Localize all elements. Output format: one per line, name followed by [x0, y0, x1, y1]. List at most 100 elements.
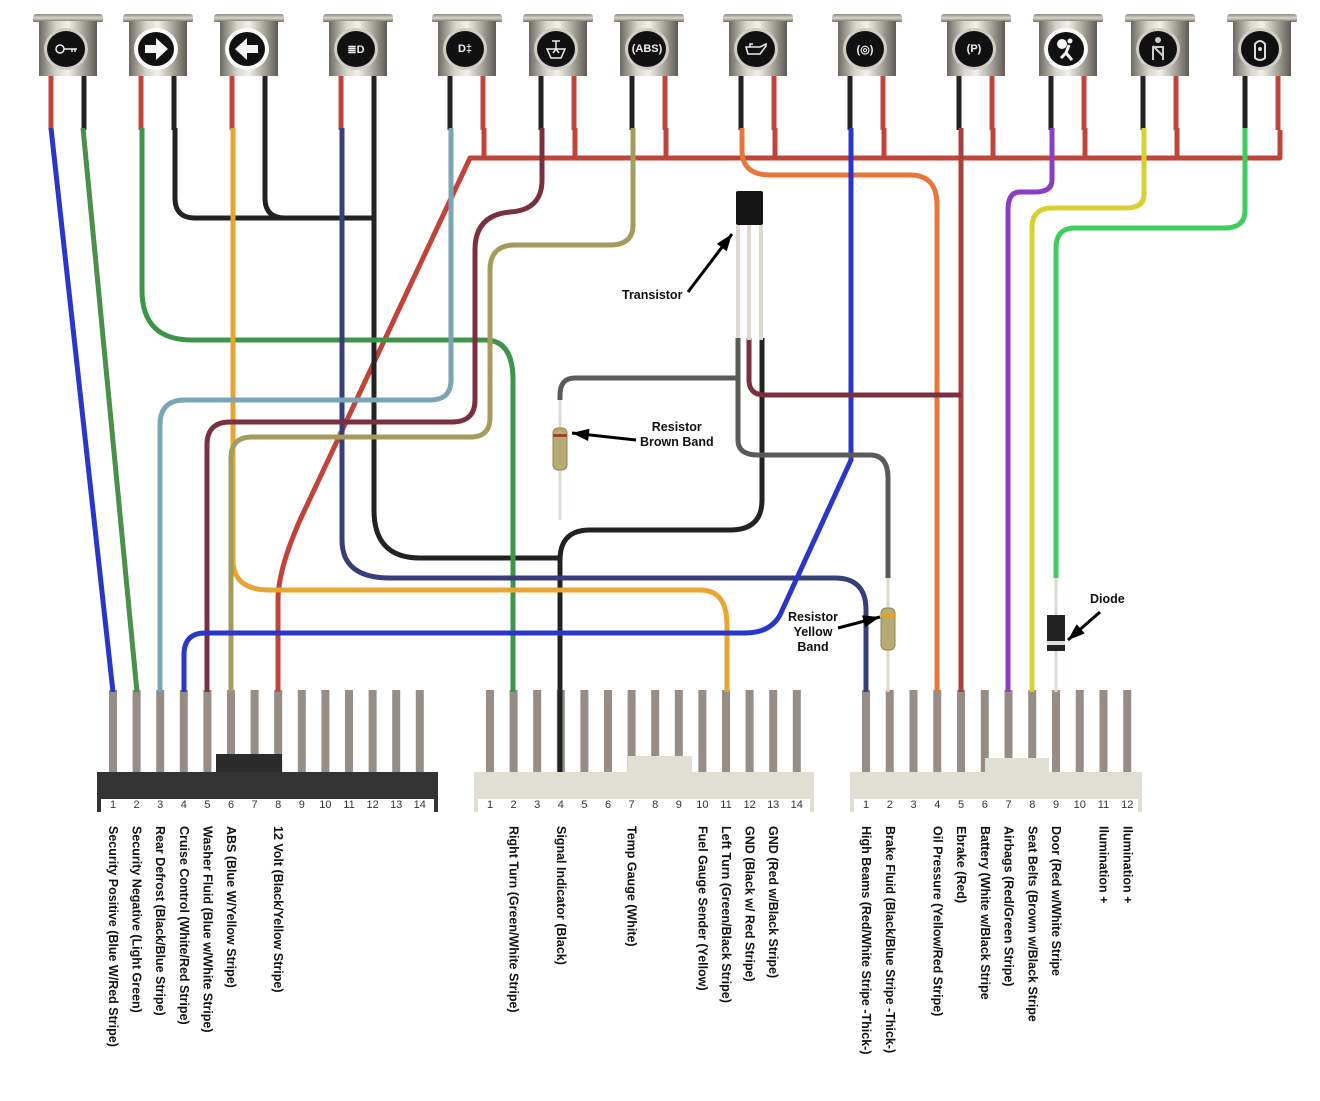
- lamp-lead: [262, 74, 268, 130]
- pin-number: 10: [1073, 799, 1086, 811]
- airbags-wire: [1005, 128, 1055, 692]
- indicator-lamp-rear-defrost: D‡: [432, 14, 502, 76]
- lamp-lead: [662, 74, 668, 130]
- washer-fluid-icon: [534, 28, 578, 70]
- pin-label: Signal Indicator (Black): [553, 826, 568, 965]
- indicator-lamp-door: [1227, 14, 1297, 76]
- airbag-icon: [1044, 28, 1088, 70]
- pin-label: Security Positive (Blue W/Red Stripe): [106, 826, 120, 1047]
- pin-number: 7: [1005, 799, 1012, 811]
- pin-label: GND (Red w/Black Stripe): [766, 826, 781, 979]
- lamp-bezel: [941, 14, 1011, 22]
- door-wire: [1053, 128, 1248, 578]
- lamp-glyph: ≣D: [347, 43, 365, 56]
- arrow-left-icon: [225, 28, 269, 70]
- pin-number: 9: [675, 799, 682, 811]
- lamp-lead: [1242, 74, 1248, 130]
- transistor-lead: [747, 225, 751, 340]
- lamp-bezel: [33, 14, 103, 22]
- pin-number: 8: [275, 799, 282, 811]
- annotation-line: Resistor: [788, 610, 839, 624]
- pin-number: 14: [790, 799, 803, 811]
- lamp-lead: [629, 74, 635, 130]
- pin-label: GND (Black w/ Red Stripe): [742, 826, 757, 982]
- yellow-band: [881, 614, 895, 617]
- annotation-line: Resistor: [651, 420, 702, 434]
- resistor-brown-arrow-head: [572, 428, 590, 441]
- indicator-lamp-security: [33, 14, 103, 76]
- connector-pin: [1075, 690, 1084, 778]
- connector-pin: [203, 690, 212, 778]
- black-bus-2-wire: [262, 128, 372, 221]
- left-turn-wire: [230, 128, 730, 692]
- pin-number: 10: [696, 799, 709, 811]
- lamp-lead: [1173, 74, 1179, 130]
- pin-number: 1: [862, 799, 870, 811]
- brake-fluid-icon: (◎): [843, 28, 887, 70]
- connector-pin: [792, 690, 801, 778]
- pin-number: 1: [109, 799, 117, 811]
- connector-pin: [345, 690, 353, 778]
- connector-pin: [321, 690, 330, 778]
- pin-number: 4: [557, 799, 564, 811]
- pin-number: 5: [957, 799, 965, 811]
- resistor-yellow-band: [880, 607, 896, 651]
- connector-pin: [250, 690, 259, 778]
- seat-belts-wire: [1029, 128, 1147, 692]
- pin-number: 12: [1121, 799, 1134, 811]
- pin-number: 7: [251, 799, 258, 811]
- pin-label: Washer Fluid (Blue w/White Stripe): [200, 826, 215, 1033]
- annotation-diode: Diode: [1090, 592, 1125, 606]
- connector-pin: [627, 690, 636, 778]
- lamp-lead: [1140, 74, 1146, 130]
- connector-pin: [651, 690, 660, 778]
- pin-number: 2: [133, 799, 140, 811]
- connector-pin: [1028, 690, 1037, 778]
- pin-label: Cruise Control (White/Red Stripe): [176, 826, 191, 1025]
- pin-number: 4: [934, 799, 941, 811]
- connector-pin: [179, 690, 188, 778]
- pin-label: Ilumination +: [1096, 826, 1111, 904]
- pin-label: Ilumination +: [1120, 826, 1135, 904]
- pin-number: 2: [510, 799, 517, 811]
- pin-number: 12: [366, 799, 379, 811]
- pin-label: Brake Fluid (Black/Blue Stripe -Thick-): [882, 826, 897, 1054]
- lamp-lead: [48, 74, 54, 130]
- high-beams-wire: [339, 128, 869, 692]
- connector-pin: [486, 690, 494, 778]
- diode-band: [1047, 641, 1065, 645]
- abs-icon: (ABS): [625, 28, 669, 70]
- connector-pin: [156, 690, 165, 778]
- connector-pin: [1099, 690, 1108, 778]
- resistor-yellow-arrow-head: [862, 615, 880, 628]
- connector-2: [474, 772, 814, 812]
- key-icon: [44, 28, 88, 70]
- lamp-lead: [1275, 74, 1281, 130]
- lamp-lead: [480, 74, 486, 130]
- pin-label: Left Turn (Green/Black Stripe): [719, 826, 733, 1003]
- security-positive-wire: [48, 127, 116, 693]
- black-bus-wire: [172, 128, 372, 221]
- lamp-lead: [371, 74, 377, 130]
- pin-number: 5: [581, 799, 588, 811]
- pin-label: Battery (White w/Black Stripe: [977, 826, 992, 1000]
- pin-number: 10: [319, 799, 332, 811]
- pin-number: 11: [343, 799, 355, 811]
- lamp-glyph: D‡: [457, 43, 473, 55]
- indicator-lamp-oil-pressure: [723, 14, 793, 76]
- pin-label: Oil Pressure (Yellow/Red Stripe): [930, 826, 945, 1017]
- annotation-line: Band: [797, 640, 829, 654]
- pin-number: 13: [767, 799, 780, 811]
- lamp-lead: [138, 74, 144, 130]
- brown-band: [553, 434, 567, 437]
- pin-number: 6: [604, 799, 612, 811]
- lamp-lead: [338, 74, 344, 130]
- pin-label: Ebrake (Red): [954, 826, 968, 904]
- pin-number: 11: [1097, 799, 1110, 811]
- annotation-line: Brown Band: [640, 435, 714, 449]
- lamp-lead: [1081, 74, 1087, 130]
- connector-pin: [580, 690, 589, 778]
- lamp-lead: [847, 74, 853, 130]
- pin-label: Right Turn (Green/White Stripe): [506, 826, 521, 1013]
